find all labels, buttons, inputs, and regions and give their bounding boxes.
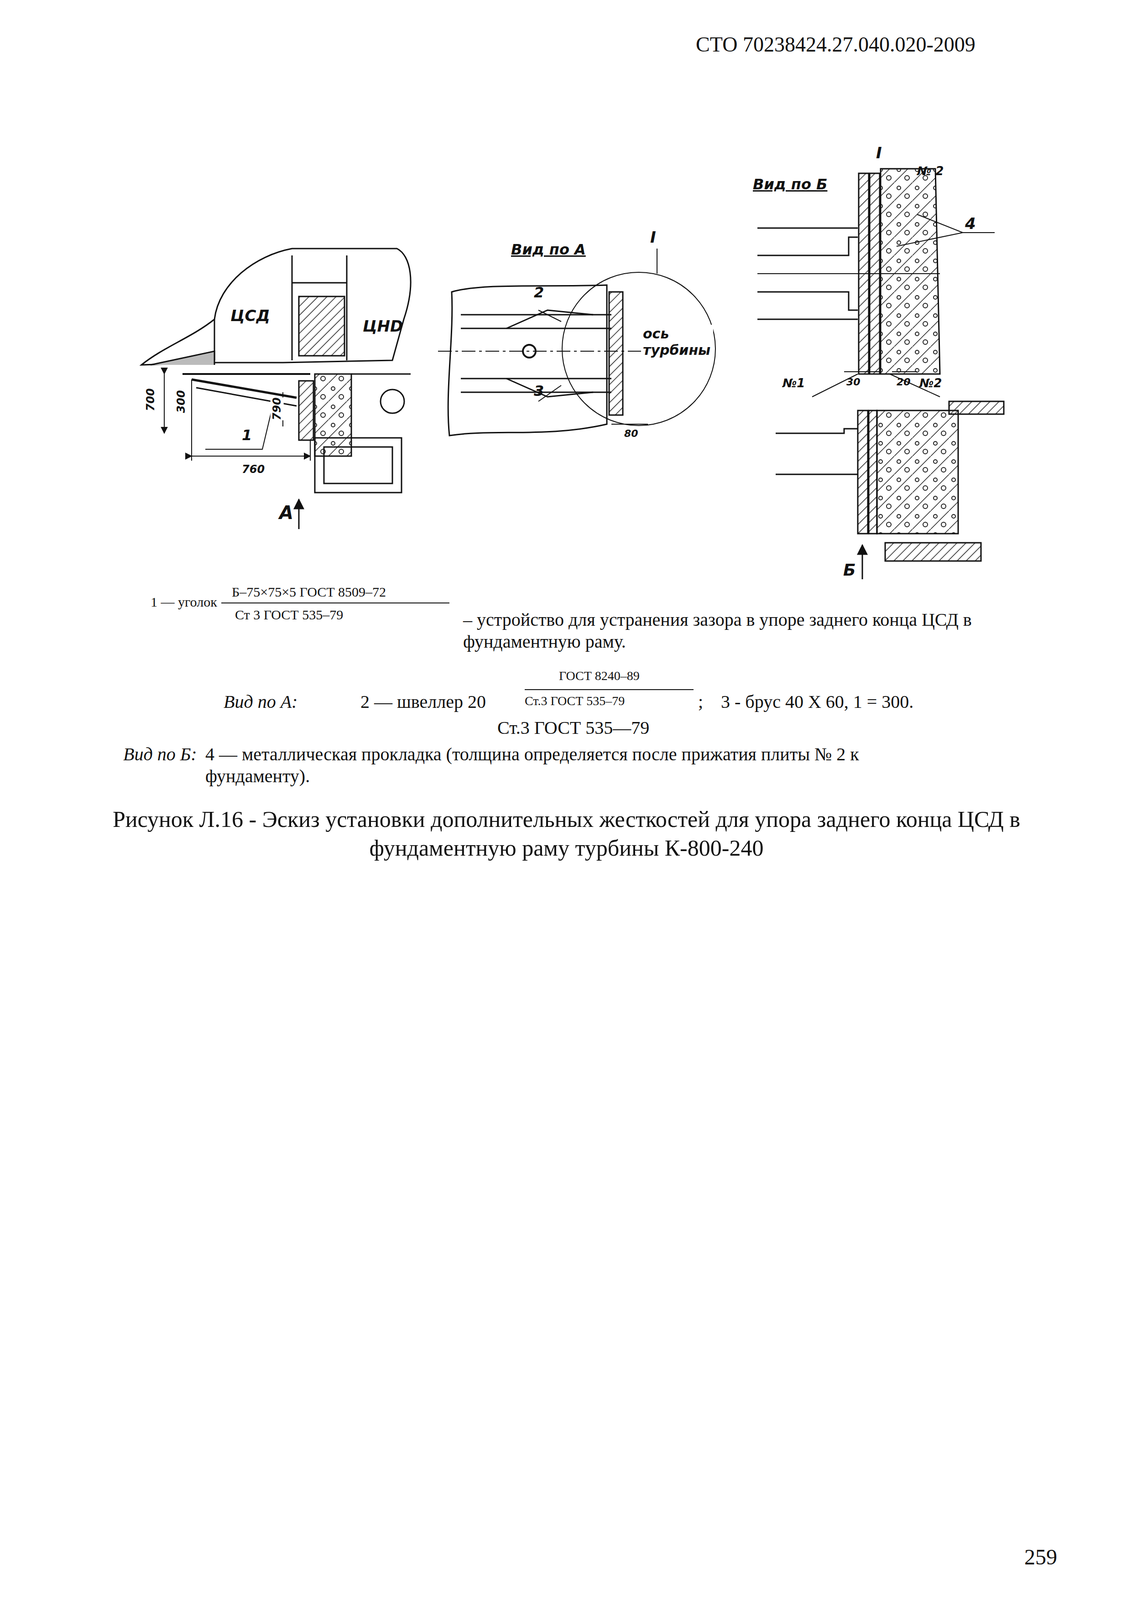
material-spec: Ст 3 ГОСТ 535–79	[234, 606, 344, 624]
material-spec: Ст.3 ГОСТ 535–79	[524, 693, 625, 710]
callout-number: 3	[533, 382, 544, 400]
view-note-title: Вид по А:	[223, 691, 298, 714]
figure-caption: Рисунок Л.16 - Эскиз установки дополните…	[81, 805, 1052, 863]
dimension: 300	[174, 390, 188, 413]
detail-mark: I	[650, 228, 657, 247]
plate-number: №2	[919, 376, 942, 391]
material-spec: Б–75×75×5 ГОСТ 8509–72	[231, 584, 387, 601]
view-title: Вид по А	[511, 240, 586, 259]
material-spec: ГОСТ 8240–89	[558, 668, 640, 684]
callout-number: 4	[965, 214, 976, 234]
dimension: 790	[270, 397, 284, 421]
callout-number: 1	[241, 426, 252, 444]
plate-number: № 2	[917, 164, 944, 179]
legend-text: 4 — металлическая прокладка (толщина опр…	[205, 743, 936, 788]
page-number: 259	[1024, 1544, 1058, 1571]
page-header: СТО 70238424.27.040.020-2009	[695, 31, 976, 58]
legend-item: 3 - брус 40 Х 60, 1 = 300.	[720, 691, 914, 714]
axis-label: ось турбины	[641, 324, 714, 360]
view-arrow-letter: А	[279, 501, 294, 524]
callout-number: 2	[533, 283, 544, 302]
legend-text: – устройство для устранения зазора в упо…	[463, 609, 1045, 653]
dimension: 700	[144, 388, 158, 412]
part-label: ЦНD	[362, 317, 403, 336]
legend-item: 2 — швеллер 20	[360, 691, 486, 714]
view-arrow-letter: Б	[843, 560, 856, 580]
detail-mark: I	[876, 143, 882, 163]
punctuation: ;	[698, 691, 704, 714]
view-title: Вид по Б	[752, 175, 828, 194]
dimension: 20	[896, 376, 911, 389]
dimension: 760	[241, 463, 265, 477]
material-spec: Ст.3 ГОСТ 535—79	[497, 717, 650, 740]
dimension: 80	[624, 427, 639, 440]
view-note-title: Вид по Б:	[123, 743, 198, 766]
legend-item: 1 — уголок	[150, 594, 218, 611]
dimension: 30	[846, 376, 861, 389]
part-label: ЦСД	[230, 306, 271, 326]
plate-number: №1	[782, 376, 805, 391]
